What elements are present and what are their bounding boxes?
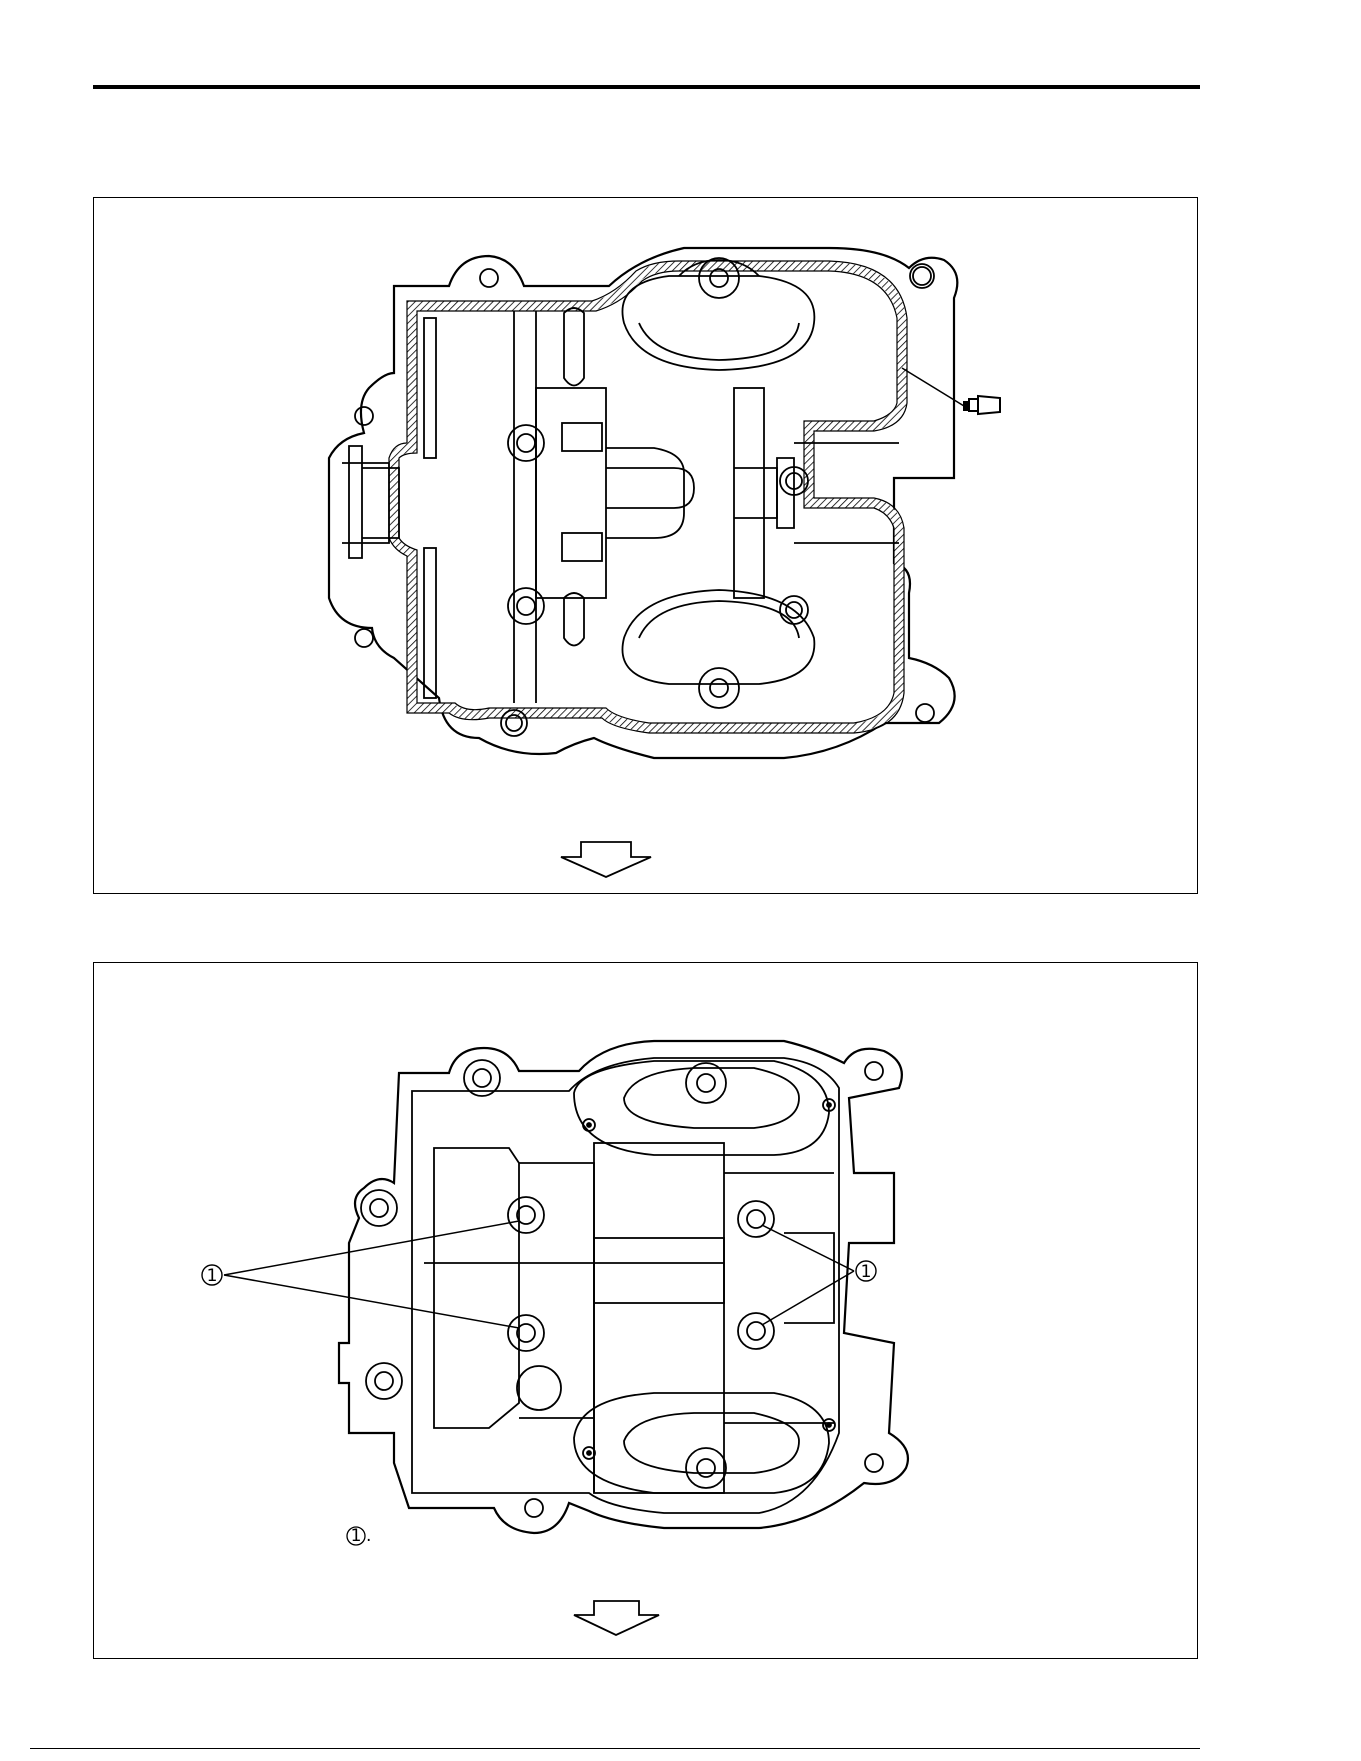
sealant-bead xyxy=(394,266,902,728)
svg-text:1: 1 xyxy=(351,1526,362,1546)
svg-text:1: 1 xyxy=(207,1266,218,1286)
figure-panel-dowels: 1 1 1 . xyxy=(93,962,1198,1659)
head-outline xyxy=(339,1041,908,1533)
callout-1-left: 1 xyxy=(202,1265,222,1286)
cylinder-head-underside-diagram: 1 1 1 . xyxy=(94,963,1199,1660)
sealant-tube-icon xyxy=(964,396,1000,414)
front-arrow-icon xyxy=(574,1601,659,1635)
legend-item-1: 1 . xyxy=(347,1526,371,1546)
figure-panel-sealant xyxy=(93,197,1198,894)
cylinder-head-cover-sealant-diagram xyxy=(94,198,1199,895)
dowel-pin-holes xyxy=(508,1197,774,1351)
header-rule xyxy=(93,85,1200,89)
svg-text:1: 1 xyxy=(861,1262,872,1282)
svg-text:.: . xyxy=(366,1526,371,1546)
front-arrow-icon xyxy=(561,842,651,877)
footer-rule xyxy=(30,1748,1200,1749)
inner-ridge xyxy=(412,1058,839,1513)
callout-1-right: 1 xyxy=(856,1261,876,1282)
